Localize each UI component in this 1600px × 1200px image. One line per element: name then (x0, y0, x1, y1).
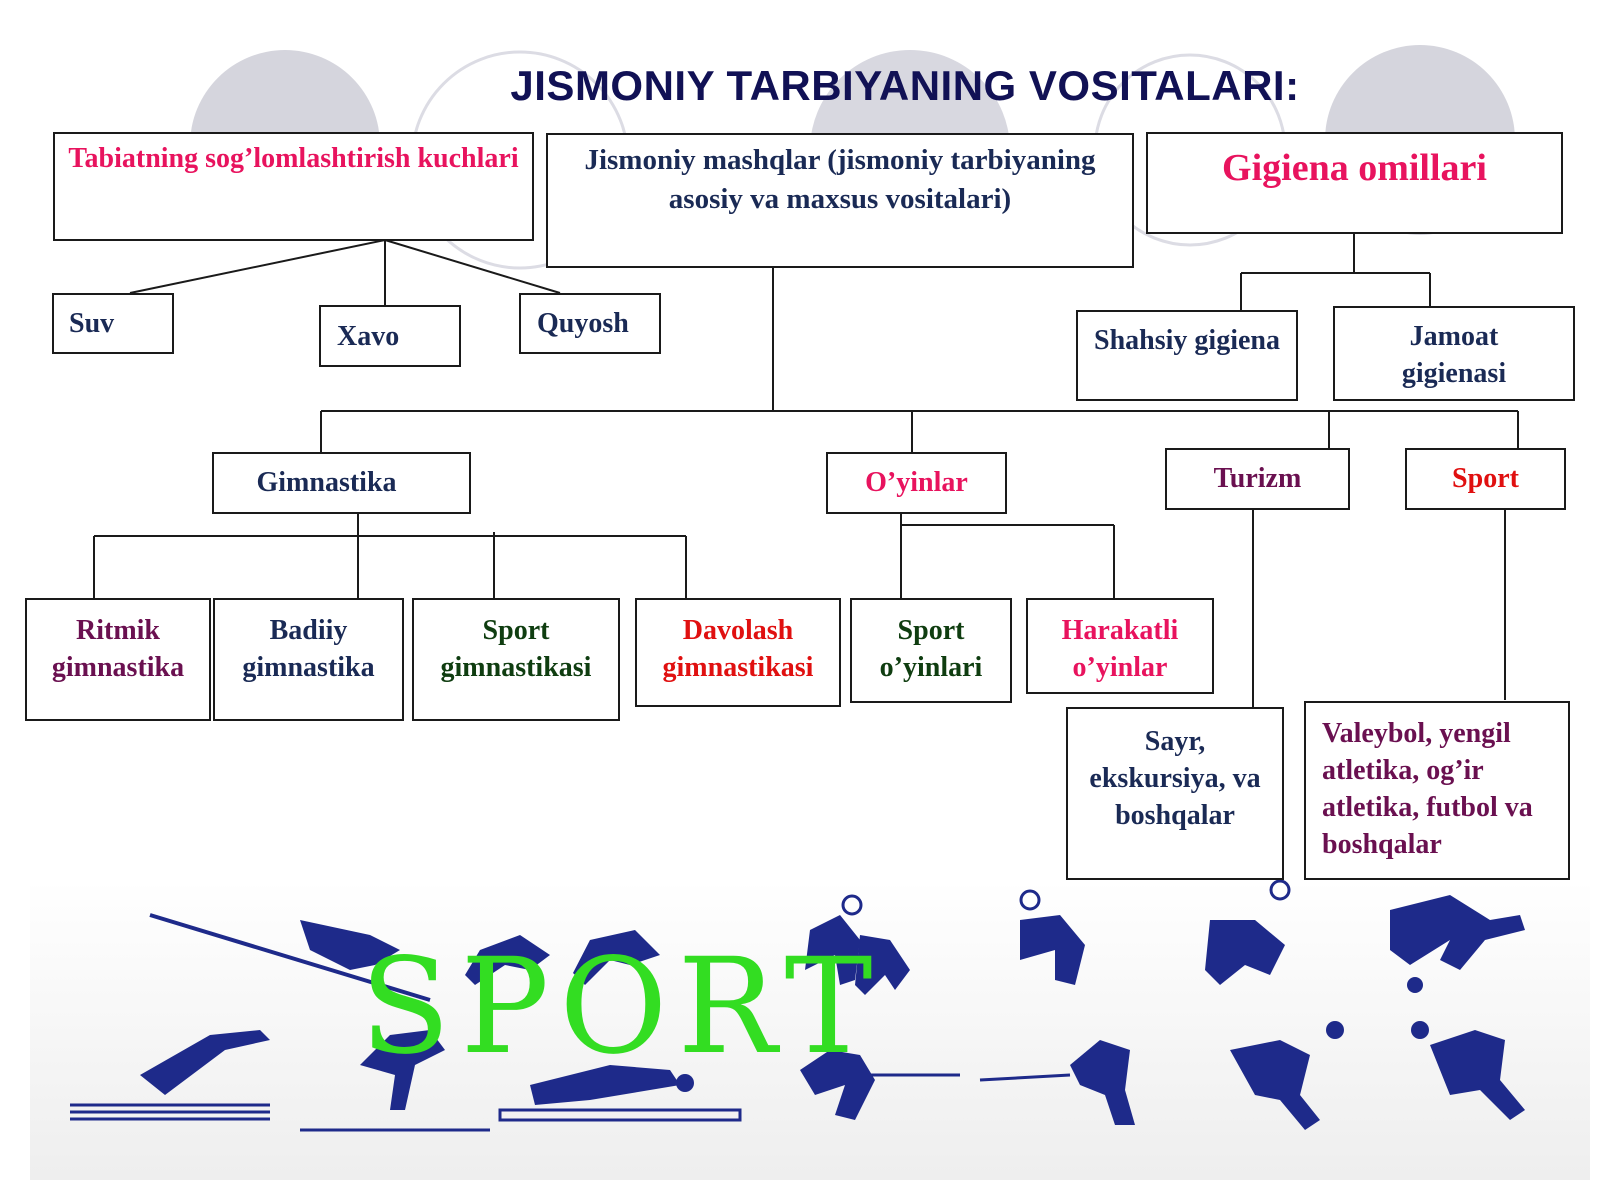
type-sport: Sport (1405, 448, 1566, 510)
sport-detail-label: Valeybol, yengil atletika, og’ir atletik… (1322, 718, 1533, 860)
physical-exercises-label: Jismoniy mashqlar (jismoniy tarbiyaning … (584, 144, 1096, 215)
gymnastics-item-label: Badiiy gimnastika (242, 615, 375, 683)
gymnastics-item-label: Sport gimnastikasi (440, 615, 592, 683)
nature-item-air: Xavo (319, 305, 461, 367)
gymnastics-item-therapeutic: Davolash gimnastikasi (635, 598, 841, 707)
games-item-label: Sport o’yinlari (879, 615, 983, 683)
nature-item-water: Suv (52, 293, 174, 354)
page-title: JISMONIY TARBIYANING VOSITALARI: (510, 62, 1300, 109)
sport-detail-box: Valeybol, yengil atletika, og’ir atletik… (1304, 701, 1570, 880)
type-sport-label: Sport (1452, 463, 1519, 494)
gymnastics-item-label: Davolash gimnastikasi (662, 615, 814, 683)
type-gymnastics: Gimnastika (212, 452, 471, 514)
type-games-label: O’yinlar (865, 467, 968, 498)
hygiene-factors-box: Gigiena omillari (1146, 132, 1563, 234)
gymnastics-item-label: Ritmik gimnastika (51, 615, 185, 683)
nature-item-label: Xavo (337, 321, 400, 352)
hygiene-factors-label: Gigiena omillari (1222, 147, 1487, 189)
nature-item-sun: Quyosh (519, 293, 661, 354)
tourism-detail-label: Sayr, ekskursiya, va boshqalar (1089, 726, 1261, 831)
type-gymnastics-label: Gimnastika (256, 467, 397, 498)
gymnastics-item-rhythmic: Ritmik gimnastika (25, 598, 211, 721)
gymnastics-item-sport: Sport gimnastikasi (412, 598, 620, 721)
nature-forces-box: Tabiatning sog’lomlashtirish kuchlari (53, 132, 534, 241)
games-item-label: Harakatli o’yinlar (1061, 615, 1179, 683)
nature-forces-label: Tabiatning sog’lomlashtirish kuchlari (68, 143, 519, 174)
physical-exercises-box: Jismoniy mashqlar (jismoniy tarbiyaning … (546, 133, 1134, 268)
gymnastics-item-artistic: Badiiy gimnastika (213, 598, 404, 721)
tourism-detail-box: Sayr, ekskursiya, va boshqalar (1066, 707, 1284, 880)
games-item-sport: Sport o’yinlari (850, 598, 1012, 703)
games-item-active: Harakatli o’yinlar (1026, 598, 1214, 694)
sport-banner-illustration: SPORT (30, 880, 1590, 1180)
nature-item-label: Quyosh (537, 308, 629, 339)
hygiene-item-label: Jamoat gigienasi (1401, 321, 1507, 389)
type-tourism: Turizm (1165, 448, 1350, 510)
type-games: O’yinlar (826, 452, 1007, 514)
hygiene-item-public: Jamoat gigienasi (1333, 306, 1575, 401)
nature-item-label: Suv (69, 308, 115, 339)
type-tourism-label: Turizm (1213, 463, 1302, 494)
sport-word: SPORT (360, 930, 883, 1084)
hygiene-item-personal: Shahsiy gigiena (1076, 310, 1298, 401)
hygiene-item-label: Shahsiy gigiena (1094, 325, 1280, 356)
